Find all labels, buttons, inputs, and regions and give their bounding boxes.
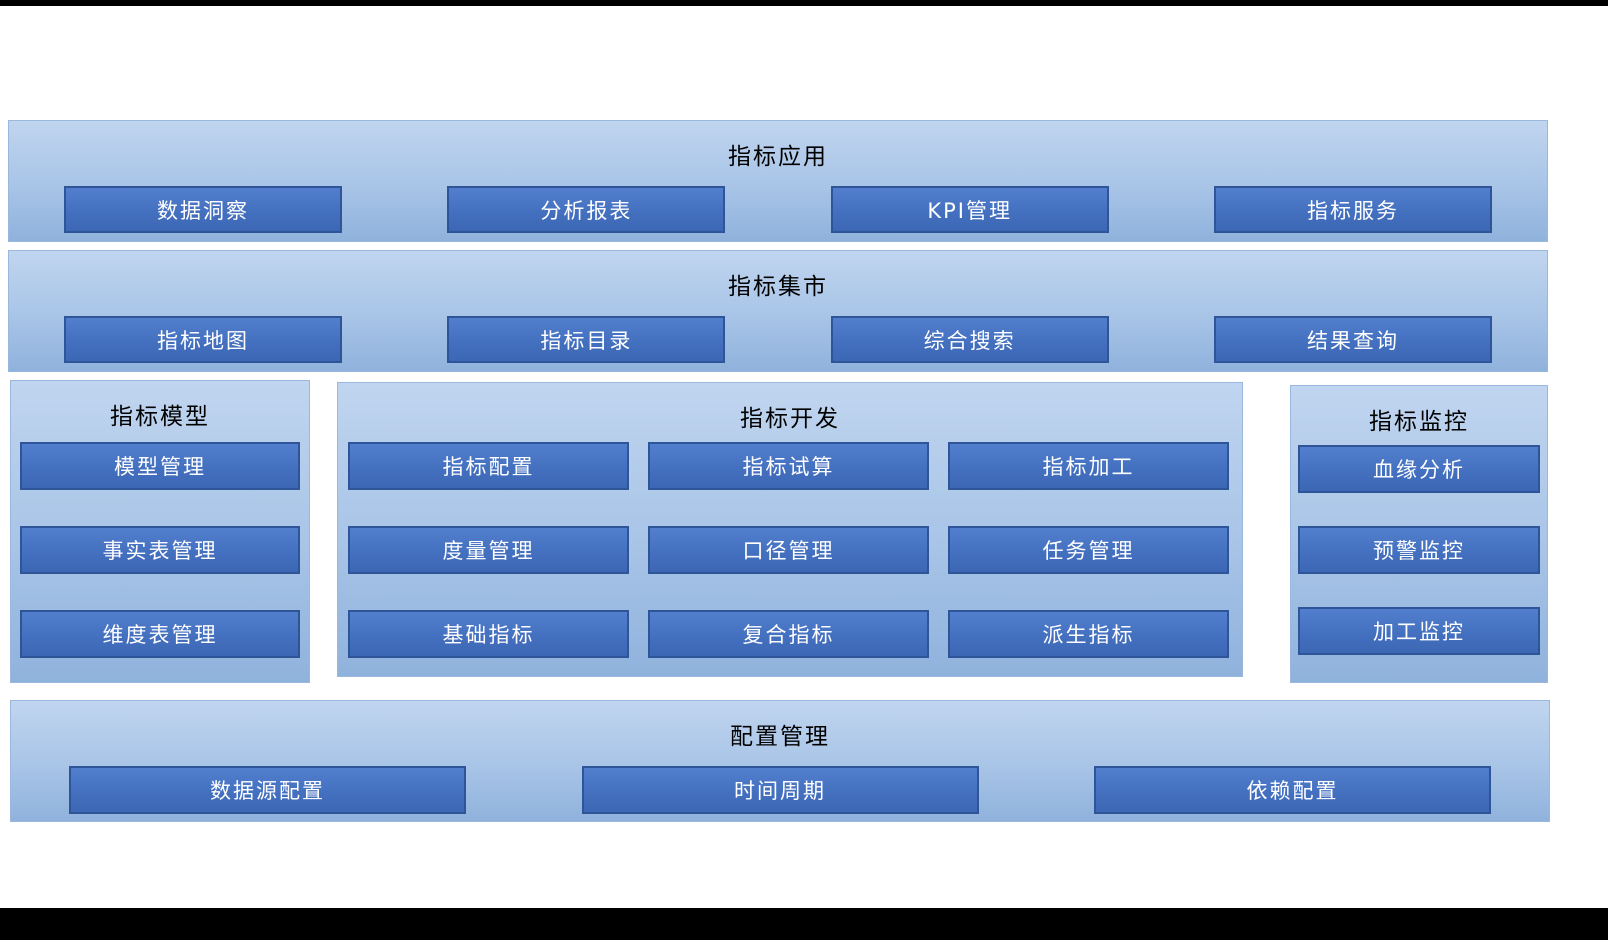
comprehensive-search-block: 综合搜索 bbox=[830, 316, 1109, 363]
indicator-trial-calculation-block: 指标试算 bbox=[648, 442, 929, 490]
processing-monitoring-block: 加工监控 bbox=[1298, 607, 1540, 655]
market-blocks-row: 指标地图 指标目录 综合搜索 结果查询 bbox=[9, 316, 1547, 363]
section-indicator-development: 指标开发 指标配置 指标试算 指标加工 度量管理 口径管理 任务管理 基础指标 … bbox=[337, 382, 1243, 677]
analysis-report-block: 分析报表 bbox=[447, 186, 726, 233]
model-management-block: 模型管理 bbox=[20, 442, 300, 490]
model-blocks-column: 模型管理 事实表管理 维度表管理 bbox=[11, 442, 309, 658]
development-blocks-grid: 指标配置 指标试算 指标加工 度量管理 口径管理 任务管理 基础指标 复合指标 … bbox=[338, 433, 1242, 658]
configuration-blocks-row: 数据源配置 时间周期 依赖配置 bbox=[11, 766, 1549, 814]
indicator-config-block: 指标配置 bbox=[348, 442, 629, 490]
indicator-catalog-block: 指标目录 bbox=[447, 316, 726, 363]
time-period-block: 时间周期 bbox=[581, 766, 979, 814]
derived-indicator-block: 派生指标 bbox=[948, 610, 1229, 658]
data-insight-block: 数据洞察 bbox=[64, 186, 342, 233]
section-title-indicator-market: 指标集市 bbox=[728, 274, 828, 300]
section-indicator-monitoring: 指标监控 血缘分析 预警监控 加工监控 bbox=[1290, 385, 1548, 683]
result-query-block: 结果查询 bbox=[1213, 316, 1492, 363]
basic-indicator-block: 基础指标 bbox=[348, 610, 629, 658]
bottom-edge-bar bbox=[0, 908, 1608, 940]
dimension-table-management-block: 维度表管理 bbox=[20, 610, 300, 658]
top-edge-bar bbox=[0, 0, 1608, 6]
section-indicator-model: 指标模型 模型管理 事实表管理 维度表管理 bbox=[10, 380, 310, 683]
section-indicator-market: 指标集市 指标地图 指标目录 综合搜索 结果查询 bbox=[8, 250, 1548, 372]
kpi-management-block: KPI管理 bbox=[830, 186, 1109, 233]
application-blocks-row: 数据洞察 分析报表 KPI管理 指标服务 bbox=[9, 186, 1547, 233]
task-management-block: 任务管理 bbox=[948, 526, 1229, 574]
indicator-service-block: 指标服务 bbox=[1213, 186, 1492, 233]
fact-table-management-block: 事实表管理 bbox=[20, 526, 300, 574]
section-title-configuration-management: 配置管理 bbox=[730, 724, 830, 750]
section-title-indicator-application: 指标应用 bbox=[728, 144, 828, 170]
measure-management-block: 度量管理 bbox=[348, 526, 629, 574]
lineage-analysis-block: 血缘分析 bbox=[1298, 445, 1540, 493]
monitoring-blocks-column: 血缘分析 预警监控 加工监控 bbox=[1291, 445, 1547, 655]
section-title-indicator-model: 指标模型 bbox=[110, 404, 210, 430]
composite-indicator-block: 复合指标 bbox=[648, 610, 929, 658]
section-title-indicator-monitoring: 指标监控 bbox=[1369, 409, 1469, 435]
caliber-management-block: 口径管理 bbox=[648, 526, 929, 574]
section-configuration-management: 配置管理 数据源配置 时间周期 依赖配置 bbox=[10, 700, 1550, 822]
datasource-config-block: 数据源配置 bbox=[69, 766, 466, 814]
section-indicator-application: 指标应用 数据洞察 分析报表 KPI管理 指标服务 bbox=[8, 120, 1548, 242]
indicator-processing-block: 指标加工 bbox=[948, 442, 1229, 490]
alert-monitoring-block: 预警监控 bbox=[1298, 526, 1540, 574]
indicator-map-block: 指标地图 bbox=[64, 316, 342, 363]
section-title-indicator-development: 指标开发 bbox=[740, 406, 840, 432]
dependency-config-block: 依赖配置 bbox=[1094, 766, 1491, 814]
